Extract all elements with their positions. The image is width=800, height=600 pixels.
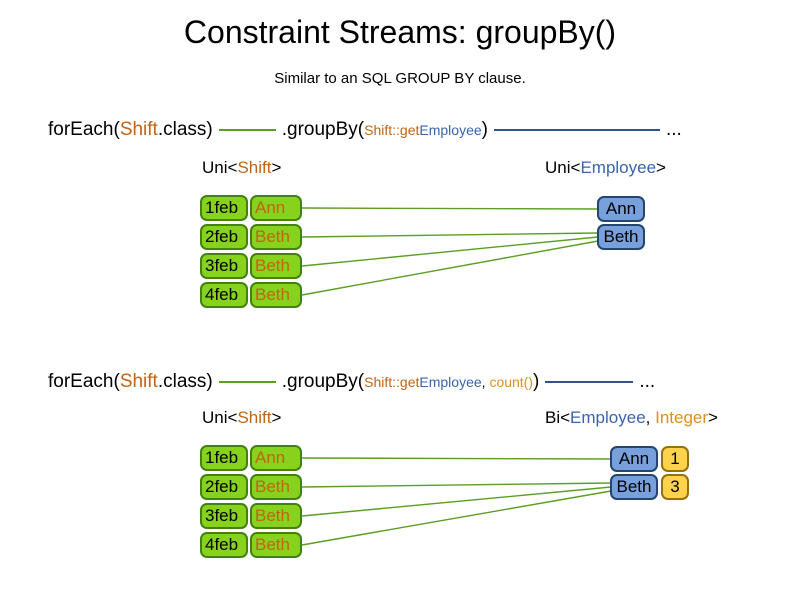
connector-3feb-beth — [301, 236, 599, 267]
shift-employee: Beth — [250, 503, 302, 529]
hdr1-left-close: > — [271, 158, 282, 177]
hdr1-right-close: > — [656, 158, 666, 177]
slide-title: Constraint Streams: groupBy() — [183, 14, 617, 50]
count-box-ann: 1 — [661, 446, 689, 472]
shift-date: 2feb — [200, 474, 248, 500]
shift-date: 2feb — [200, 224, 248, 250]
shift-employee: Beth — [250, 282, 302, 308]
connector-2feb-beth — [301, 232, 599, 238]
hdr2-left-close: > — [271, 408, 282, 427]
shift-box-2feb: 2feb Beth — [200, 224, 302, 250]
hdr2-right-type2: Integer — [655, 408, 709, 427]
hdr2-right-open: Bi< — [545, 408, 571, 427]
shift-box-3feb: 3feb Beth — [200, 253, 302, 279]
connector2-1feb-ann — [301, 457, 612, 460]
count-box-beth: 3 — [661, 474, 689, 500]
code1-ellipsis: ... — [665, 119, 682, 140]
shift-date: 3feb — [200, 253, 248, 279]
code2-foreach-close: .class) — [157, 371, 213, 392]
stream-dash-navy-1 — [493, 129, 660, 131]
hdr2-right-type: Employee — [570, 408, 646, 427]
code-line-2: forEach( Shift .class) .groupBy( Shift::… — [48, 369, 655, 395]
code-line-1: forEach( Shift .class) .groupBy( Shift::… — [48, 117, 682, 143]
code2-arg-type: Employee — [419, 374, 482, 390]
shift-date: 1feb — [200, 445, 248, 471]
shift-box2-2feb: 2feb Beth — [200, 474, 302, 500]
code2-groupby-close: ) — [533, 371, 540, 392]
stream-dash-navy-2 — [545, 381, 634, 383]
stream-dash-green-1 — [218, 129, 276, 131]
uni-shift-header-2: Uni<Shift> — [202, 408, 281, 428]
employee-box2-ann: Ann — [610, 446, 658, 472]
code2-count-arg: count() — [489, 374, 534, 390]
shift-box2-4feb: 4feb Beth — [200, 532, 302, 558]
code2-arg-prefix: Shift::get — [364, 374, 420, 390]
code1-foreach-close: .class) — [157, 119, 213, 140]
shift-date: 1feb — [200, 195, 248, 221]
slide-subtitle: Similar to an SQL GROUP BY clause. — [274, 70, 526, 87]
uni-shift-header-1: Uni<Shift> — [202, 158, 281, 178]
hdr2-left-open: Uni< — [202, 408, 238, 427]
code1-groupby-close: ) — [481, 119, 488, 140]
shift-box-1feb: 1feb Ann — [200, 195, 302, 221]
code2-ellipsis: ... — [639, 371, 656, 392]
connector2-3feb-beth — [301, 486, 612, 517]
shift-date: 3feb — [200, 503, 248, 529]
bi-employee-integer-header: Bi<Employee, Integer> — [545, 408, 718, 428]
employee-box-beth: Beth — [597, 224, 645, 250]
code2-arg-sep: , — [481, 374, 490, 390]
shift-box2-3feb: 3feb Beth — [200, 503, 302, 529]
connector-1feb-ann — [301, 207, 599, 210]
hdr2-left-type: Shift — [237, 408, 272, 427]
hdr1-right-type: Employee — [580, 158, 657, 177]
shift-date: 4feb — [200, 282, 248, 308]
code1-foreach-open: forEach( — [48, 119, 120, 140]
hdr1-left-open: Uni< — [202, 158, 238, 177]
shift-date: 4feb — [200, 532, 248, 558]
connector2-2feb-beth — [301, 482, 612, 488]
hdr2-right-sep: , — [645, 408, 656, 427]
shift-employee: Ann — [250, 445, 302, 471]
shift-employee: Ann — [250, 195, 302, 221]
hdr1-left-type: Shift — [237, 158, 272, 177]
shift-employee: Beth — [250, 253, 302, 279]
shift-employee: Beth — [250, 224, 302, 250]
employee-box2-beth: Beth — [610, 474, 658, 500]
shift-employee: Beth — [250, 474, 302, 500]
hdr2-right-close: > — [708, 408, 718, 427]
code1-arg-prefix: Shift::get — [364, 122, 420, 138]
code1-arg-type: Employee — [419, 122, 482, 138]
employee-box-ann: Ann — [597, 196, 645, 222]
uni-employee-header: Uni<Employee> — [545, 158, 666, 178]
shift-box-4feb: 4feb Beth — [200, 282, 302, 308]
connector-4feb-beth — [301, 240, 599, 296]
shift-box2-1feb: 1feb Ann — [200, 445, 302, 471]
code2-foreach-open: forEach( — [48, 371, 120, 392]
code2-shift-class: Shift — [119, 371, 158, 392]
hdr1-right-open: Uni< — [545, 158, 581, 177]
code1-shift-class: Shift — [119, 119, 158, 140]
shift-employee: Beth — [250, 532, 302, 558]
code2-groupby-open: .groupBy( — [281, 371, 365, 392]
code1-groupby-open: .groupBy( — [281, 119, 365, 140]
stream-dash-green-2 — [218, 381, 276, 383]
connector2-4feb-beth — [301, 490, 612, 546]
